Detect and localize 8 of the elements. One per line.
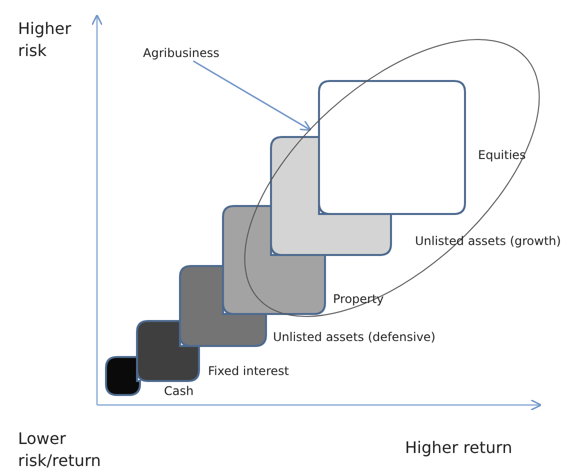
asset-label: Unlisted assets (defensive) [273, 330, 436, 344]
axis-label: Higher risk [18, 18, 72, 62]
arrow [192, 60, 312, 131]
axis-label: Lower risk/return [18, 428, 102, 472]
callout-text: Agribusiness [143, 46, 220, 60]
asset-label: Fixed interest [208, 364, 289, 378]
asset-label: Cash [164, 384, 194, 398]
axis-label: Higher return [405, 437, 514, 459]
